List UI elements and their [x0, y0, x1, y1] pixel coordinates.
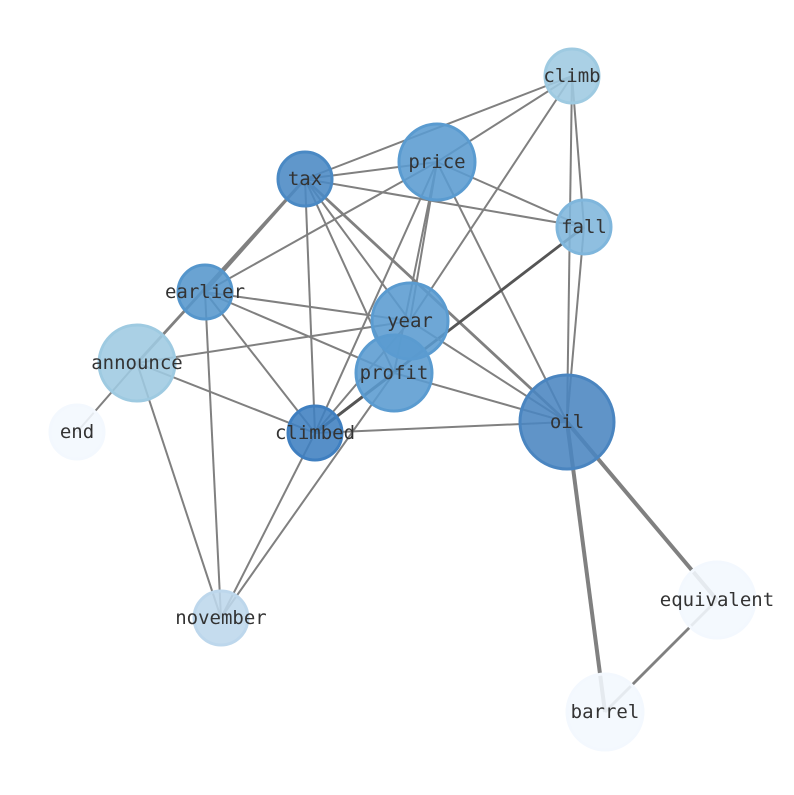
node-label: climbed [275, 422, 355, 444]
node-circle [354, 333, 434, 413]
node-label: profit [360, 362, 429, 384]
node-profit: profit [354, 333, 434, 413]
node-circle [276, 150, 334, 208]
edge-tax-fall [304, 178, 585, 228]
node-label: end [60, 421, 94, 443]
node-price: price [397, 122, 477, 202]
edge-climb-year [409, 75, 573, 322]
node-label: november [175, 607, 267, 629]
node-circle [176, 263, 234, 321]
node-circle [518, 373, 616, 471]
edge-earlier-climbed [204, 291, 316, 434]
node-circle [192, 589, 250, 647]
node-end: end [48, 403, 106, 461]
node-circle [555, 198, 613, 256]
nodes-layer: climb price tax fall earlier year announce prof… [48, 47, 774, 752]
node-equivalent: equivalent [660, 560, 774, 640]
edge-earlier-november [204, 291, 222, 619]
edge-price-earlier [204, 161, 438, 293]
edge-announce-year [136, 320, 411, 364]
node-circle [543, 47, 601, 105]
node-tax: tax [276, 150, 334, 208]
node-circle [48, 403, 106, 461]
edge-price-climbed [314, 161, 438, 434]
node-label: year [387, 310, 433, 332]
edge-oil-barrel [565, 421, 607, 713]
node-label: oil [550, 411, 584, 433]
node-label: equivalent [660, 589, 774, 611]
node-label: earlier [165, 281, 245, 303]
node-circle [97, 323, 177, 403]
node-label: climb [543, 65, 600, 87]
edge-announce-november [136, 362, 222, 619]
node-circle [677, 560, 757, 640]
node-label: tax [288, 168, 322, 190]
node-climbed: climbed [275, 404, 355, 462]
edge-climbed-november [220, 432, 316, 619]
node-earlier: earlier [165, 263, 245, 321]
node-november: november [175, 589, 267, 647]
node-fall: fall [555, 198, 613, 256]
node-year: year [370, 281, 450, 361]
node-climb: climb [543, 47, 601, 105]
node-label: announce [91, 352, 183, 374]
node-label: fall [561, 216, 607, 238]
node-circle [565, 672, 645, 752]
node-circle [286, 404, 344, 462]
node-announce: announce [91, 323, 183, 403]
node-barrel: barrel [565, 672, 645, 752]
edge-profit-november [220, 372, 395, 619]
node-label: barrel [571, 701, 640, 723]
node-oil: oil [518, 373, 616, 471]
node-label: price [408, 151, 465, 173]
node-circle [397, 122, 477, 202]
